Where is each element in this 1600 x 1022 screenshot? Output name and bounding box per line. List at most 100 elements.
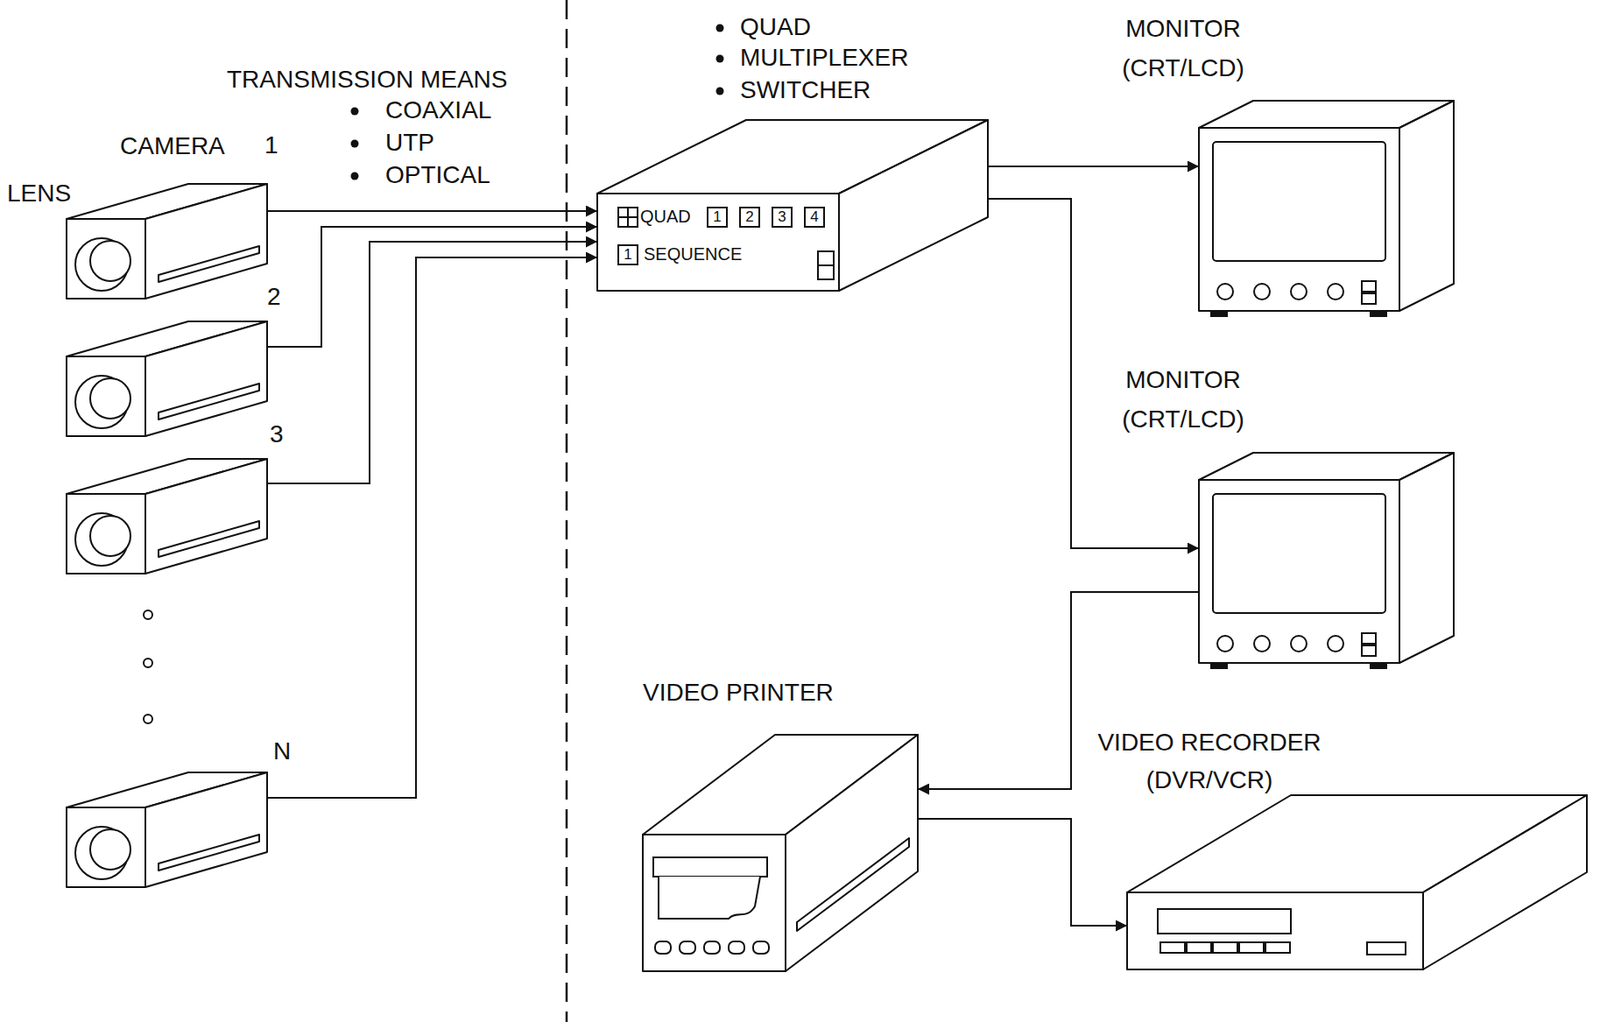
side-face: [785, 734, 918, 972]
front-face: [1198, 479, 1400, 663]
printer-button: [728, 941, 745, 954]
power-switch: [1361, 645, 1376, 656]
front-face: [1127, 892, 1424, 970]
foot: [1370, 310, 1387, 317]
camera-button: [707, 207, 727, 227]
monitor-outline: [1198, 452, 1454, 669]
paper-slot: [653, 857, 768, 877]
node-label: VIDEO PRINTER: [642, 678, 834, 707]
signal-connector: [267, 210, 598, 212]
annotation-label: CAMERA: [119, 132, 226, 161]
video-recorder-outline: [1127, 795, 1587, 970]
side-face: [1399, 100, 1454, 311]
control-knob: [1217, 283, 1234, 300]
button-number: 2: [740, 207, 760, 227]
foot: [1211, 310, 1227, 317]
camera-outline: [66, 183, 268, 299]
node-label: 3: [269, 420, 284, 449]
power-switch: [1361, 633, 1376, 644]
camera-outline: [66, 321, 268, 437]
node-label: QUAD: [640, 206, 691, 227]
button-number: 1: [707, 207, 727, 227]
side-face: [145, 183, 268, 299]
printer-button: [655, 941, 671, 954]
foot: [1370, 662, 1387, 669]
video-printer: VIDEO PRINTER: [642, 734, 918, 972]
power-switch: [1361, 281, 1376, 292]
front-face: [66, 807, 146, 888]
power-switch: [1361, 293, 1376, 304]
front-face: [66, 356, 146, 437]
camera-button: [804, 207, 825, 227]
camera: 2: [66, 321, 268, 437]
vent-slot: [796, 838, 910, 931]
vent-slot: [158, 246, 260, 282]
printer-button: [679, 941, 696, 954]
camera-button: [740, 207, 760, 227]
boundary-dashed-line: [565, 0, 569, 1022]
quad-icon: [618, 207, 638, 227]
node-label: MULTIPLEXER: [740, 43, 909, 72]
switch-icon: [817, 251, 834, 266]
control-knob: [1327, 635, 1344, 652]
camera-outline: [66, 458, 268, 574]
side-face: [838, 119, 988, 291]
node-label: MONITOR (CRT/LCD): [1112, 9, 1255, 89]
signal-connector: [267, 226, 598, 347]
side-face: [1399, 452, 1454, 663]
node-label: 2: [267, 282, 282, 311]
side-face: [145, 321, 268, 437]
lens-glass: [90, 515, 131, 557]
side-face: [1423, 795, 1587, 970]
annotation-label: LENS: [7, 179, 71, 208]
control-knob: [1254, 635, 1270, 652]
screen: [1212, 493, 1386, 614]
vent-slot: [158, 383, 260, 420]
display-window: [1157, 909, 1291, 934]
node-label: VIDEO RECORDER (DVR/VCR): [1090, 723, 1329, 800]
node-label: SEQUENCE: [643, 244, 742, 265]
lens-glass: [90, 378, 131, 419]
eject-button: [1367, 942, 1406, 955]
signal-connector: [917, 592, 1199, 790]
front-face: [66, 218, 146, 299]
node-label: 1: [264, 131, 279, 160]
monitor: MONITOR (CRT/LCD): [1198, 100, 1454, 317]
sequence-button: [618, 245, 638, 265]
transport-button: [1239, 942, 1264, 953]
video-printer-outline: [642, 734, 918, 972]
vent-slot: [158, 521, 260, 557]
quad-multiplexer-switcher: QUADMULTIPLEXERSWITCHERQUAD12341SEQUENCE: [597, 119, 988, 291]
vent-slot: [158, 834, 260, 871]
monitor-outline: [1198, 100, 1454, 317]
foot: [1211, 662, 1227, 669]
control-knob: [1290, 635, 1307, 652]
control-knob: [1327, 283, 1344, 300]
printout-paper: [658, 876, 761, 919]
transport-button: [1212, 942, 1238, 953]
ellipsis-dots: [143, 610, 153, 724]
lens-glass: [90, 240, 131, 282]
printer-button: [753, 941, 769, 954]
front-face: [597, 193, 839, 291]
control-knob: [1217, 635, 1234, 652]
switch-icon: [817, 265, 834, 280]
button-number: 3: [772, 207, 792, 227]
annotation-label: TRANSMISSION MEANS: [226, 65, 508, 94]
video-recorder: VIDEO RECORDER (DVR/VCR): [1127, 795, 1587, 970]
control-knob: [1254, 283, 1270, 300]
front-face: [642, 834, 786, 972]
side-face: [145, 458, 268, 574]
camera-button: [772, 207, 792, 227]
transport-button: [1265, 942, 1290, 953]
printer-button: [704, 941, 720, 954]
quad-multiplexer-switcher-outline: [597, 119, 988, 291]
camera: 3: [66, 458, 268, 574]
button-number: 1: [618, 245, 638, 265]
transport-button: [1186, 942, 1212, 953]
monitor: MONITOR (CRT/LCD): [1198, 452, 1454, 669]
front-face: [1198, 127, 1400, 311]
transport-button: [1160, 942, 1185, 953]
button-number: 4: [804, 207, 825, 227]
node-label: QUAD: [740, 13, 811, 42]
